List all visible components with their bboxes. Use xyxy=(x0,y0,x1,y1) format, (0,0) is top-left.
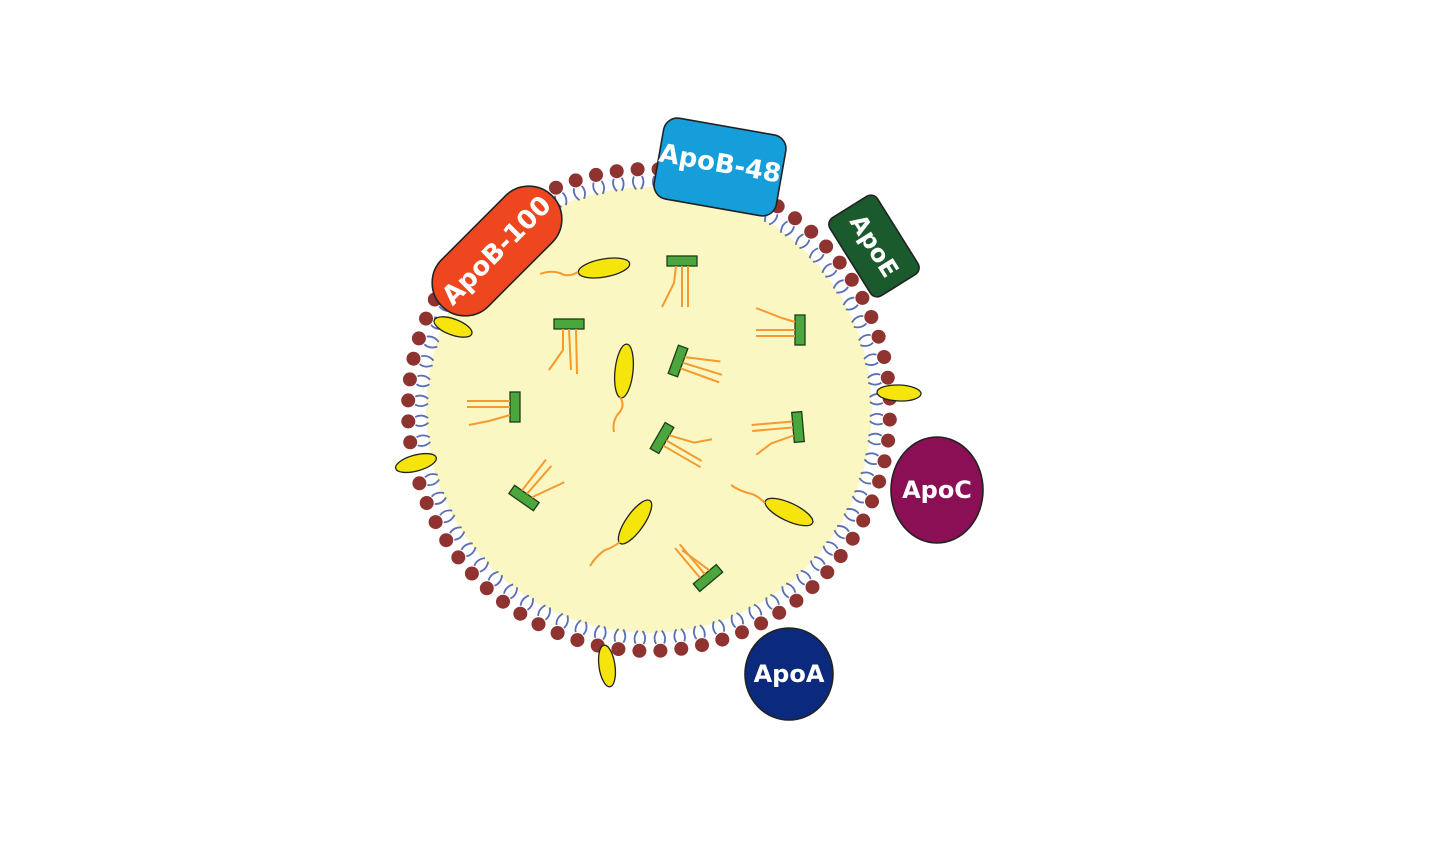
phospholipid-icon xyxy=(867,370,895,386)
phospholipid-icon xyxy=(611,628,627,657)
phospholipid-icon xyxy=(693,624,709,653)
phospholipid-icon xyxy=(795,224,819,249)
cholesterol-icon xyxy=(597,644,617,688)
cholesterol-icon xyxy=(589,499,653,567)
phospholipid-icon xyxy=(851,490,879,509)
phospholipid-icon xyxy=(419,491,447,510)
triglyceride-icon xyxy=(661,255,698,308)
phospholipid-icon xyxy=(796,569,820,595)
triglyceride-icon xyxy=(751,410,805,456)
phospholipid-icon xyxy=(842,290,870,311)
triglyceride-icon xyxy=(674,543,724,593)
phospholipid-icon xyxy=(858,329,886,347)
triglyceride-icon xyxy=(755,307,806,346)
phospholipid-icon xyxy=(781,582,804,608)
apoa-protein: ApoA xyxy=(744,627,834,721)
apoa-label: ApoA xyxy=(754,660,825,688)
triglyceride-icon xyxy=(507,459,565,512)
phospholipid-icon xyxy=(513,594,534,621)
phospholipid-icon xyxy=(479,571,503,596)
triglyceride-icon xyxy=(667,344,723,384)
phospholipid-icon xyxy=(632,630,647,658)
phospholipid-icon xyxy=(403,434,431,450)
phospholipid-icon xyxy=(780,211,802,237)
core-contents xyxy=(467,255,814,593)
cholesterol-icon xyxy=(612,343,635,433)
phospholipid-icon xyxy=(412,473,440,491)
phospholipid-icon xyxy=(808,239,834,263)
apoc-protein: ApoC xyxy=(890,436,984,544)
phospholipid-icon xyxy=(589,167,605,196)
phospholipid-icon xyxy=(439,526,466,548)
phospholipid-icon xyxy=(748,603,769,631)
phospholipid-icon xyxy=(630,162,645,190)
phospholipid-icon xyxy=(765,593,787,620)
cholesterol-icon xyxy=(394,452,438,474)
phospholipid-icon xyxy=(712,619,730,647)
lipoprotein-core xyxy=(426,187,872,633)
triglyceride-icon xyxy=(548,318,585,375)
phospholipid-icon xyxy=(858,471,887,489)
membrane-cholesterol xyxy=(394,316,922,688)
phospholipid-icon xyxy=(401,393,429,408)
phospholipid-icon xyxy=(730,612,749,640)
phospholipid-icon xyxy=(863,350,892,366)
phospholipid-icon xyxy=(451,542,477,565)
phospholipid-icon xyxy=(411,331,440,349)
phospholipid-icon xyxy=(531,604,551,632)
phospholipid-icon xyxy=(843,508,871,528)
cholesterol-icon xyxy=(730,484,814,527)
phospholipid-icon xyxy=(869,412,897,427)
phospholipid-icon xyxy=(673,628,689,656)
cholesterol-icon xyxy=(539,257,631,279)
triglyceride-icon xyxy=(649,421,713,469)
phospholipid-icon xyxy=(821,255,847,278)
phospholipid-icon xyxy=(568,173,586,201)
apoe-protein: ApoE xyxy=(828,194,920,298)
phospholipid-icon xyxy=(401,414,429,429)
phospholipid-icon xyxy=(428,509,456,530)
apob48-protein: ApoB-48 xyxy=(653,117,787,217)
phospholipid-icon xyxy=(810,556,835,580)
phospholipid-icon xyxy=(464,557,490,581)
phospholipid-icon xyxy=(822,541,848,563)
phospholipid-icon xyxy=(496,583,518,609)
cholesterol-icon xyxy=(876,384,922,402)
phospholipid-icon xyxy=(402,372,431,388)
phospholipid-icon xyxy=(867,432,896,448)
triglyceride-icon xyxy=(467,391,521,426)
apoc-label: ApoC xyxy=(902,476,972,504)
phospholipid-icon xyxy=(833,525,860,546)
phospholipid-icon xyxy=(653,630,668,658)
phospholipid-icon xyxy=(863,452,892,469)
phospholipid-icon xyxy=(550,612,569,640)
phospholipid-icon xyxy=(851,310,879,329)
phospholipid-icon xyxy=(406,351,435,368)
cholesterol-icon xyxy=(433,316,473,338)
phospholipid-icon xyxy=(832,272,859,294)
phospholipid-icon xyxy=(570,619,588,648)
phospholipid-icon xyxy=(609,164,625,192)
